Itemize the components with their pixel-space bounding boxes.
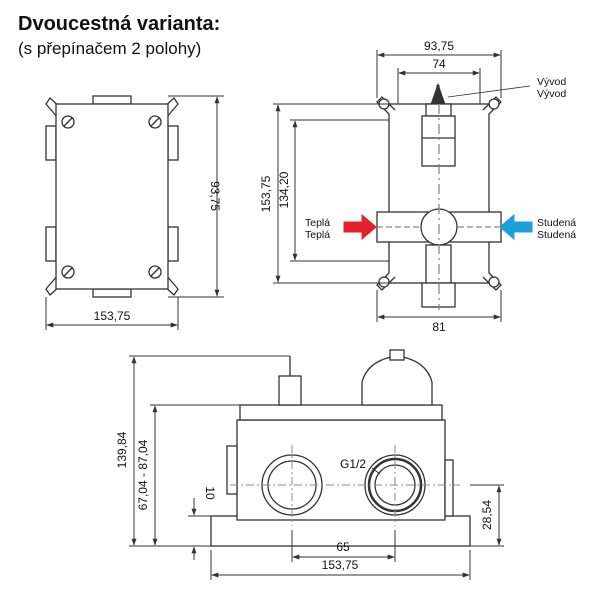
side-bottom-cap xyxy=(421,282,456,308)
side-screw-bl xyxy=(378,276,390,288)
cold-label-1: Studená xyxy=(537,217,576,229)
side-view xyxy=(376,96,502,310)
bottom-top-plate xyxy=(239,404,443,421)
cold-arrow-icon xyxy=(499,213,533,241)
side-bottom-width-label: 81 xyxy=(432,320,446,334)
page-subtitle: (s přepínačem 2 polohy) xyxy=(18,39,202,58)
bottom-centerlines xyxy=(230,445,460,526)
bottom-width-label: 153,75 xyxy=(322,558,359,572)
hot-label-1: Teplá xyxy=(305,217,330,229)
front-tab-left-upper xyxy=(45,125,57,161)
side-screw-br xyxy=(488,276,500,288)
front-tab-right-upper xyxy=(167,125,179,161)
outlet-label-1: Vývod xyxy=(537,76,566,88)
front-screw-bl xyxy=(61,265,75,279)
side-screw-tr xyxy=(488,98,500,110)
bottom-post xyxy=(278,375,302,406)
outlet-leader xyxy=(447,85,531,98)
side-inner-height-label: 134,20 xyxy=(277,171,291,208)
bottom-dome xyxy=(361,355,433,406)
bottom-right-height-label: 28,54 xyxy=(480,500,494,530)
bottom-view xyxy=(210,349,471,547)
bottom-stub-right xyxy=(444,459,454,517)
bottom-spacing-label: 65 xyxy=(336,540,350,554)
front-view xyxy=(45,95,179,298)
bottom-total-height-label: 139,84 xyxy=(115,431,129,468)
front-box xyxy=(55,103,169,290)
front-tab-bottom xyxy=(92,288,132,298)
bottom-depth-range-label: 67,04 - 87,04 xyxy=(136,439,150,510)
bottom-base-plate xyxy=(210,515,471,547)
hot-label-2: Teplá xyxy=(305,229,330,241)
front-screw-tl xyxy=(61,115,75,129)
side-dimensions xyxy=(273,50,502,322)
page-title: Dvoucestná varianta: xyxy=(18,13,221,35)
hot-arrow-icon xyxy=(343,213,377,241)
front-screw-tr xyxy=(148,115,162,129)
front-width-label: 153,75 xyxy=(94,309,131,323)
cold-label-2: Studená xyxy=(537,229,576,241)
front-screw-br xyxy=(148,265,162,279)
side-top-width-label: 93,75 xyxy=(424,39,454,53)
front-dimensions xyxy=(45,95,224,330)
bottom-stub-left xyxy=(226,445,238,495)
front-tab-right-lower xyxy=(167,226,179,262)
outlet-label-2: Vývod xyxy=(537,88,566,100)
bottom-dimensions xyxy=(129,355,504,580)
front-tab-top xyxy=(92,95,132,105)
side-height-label: 153,75 xyxy=(259,175,273,212)
front-height-label: 93,75 xyxy=(208,181,222,211)
bottom-base-height-label: 10 xyxy=(203,486,217,500)
side-inner-width-label: 74 xyxy=(432,57,446,71)
front-tab-left-lower xyxy=(45,226,57,262)
bottom-thread-label: G1/2 xyxy=(340,457,366,471)
bottom-dome-top xyxy=(389,349,405,361)
